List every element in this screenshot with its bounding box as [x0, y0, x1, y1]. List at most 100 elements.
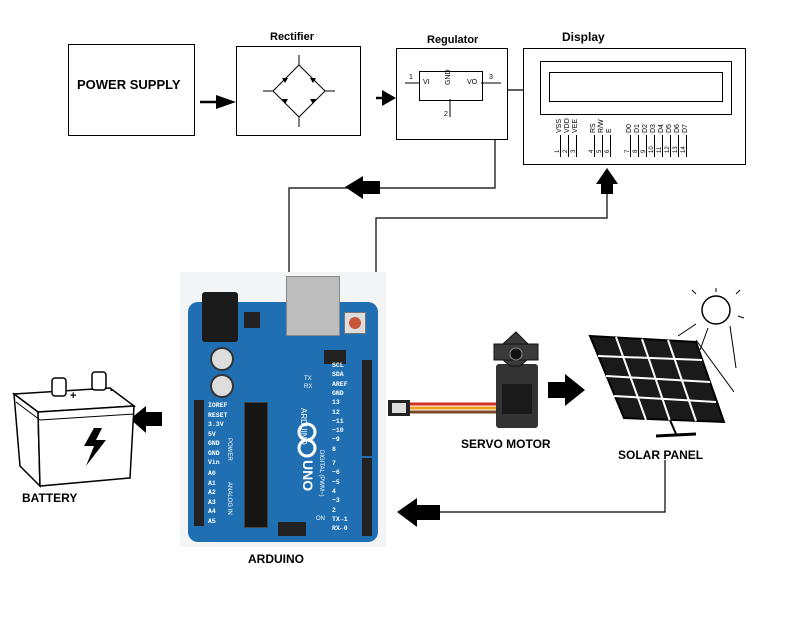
arduino-pin-label: RX←0 — [332, 525, 348, 533]
lcd-pin-number: 10 — [649, 146, 655, 153]
arduino-pin-label: GND — [208, 449, 220, 457]
arduino-model-label: UNO — [300, 460, 316, 492]
servo-motor-label: SERVO MOTOR — [461, 437, 551, 451]
lcd-pin-name: R/W — [598, 119, 605, 133]
arduino-pin-label: SDA — [332, 371, 344, 379]
arduino-pin-label: A4 — [208, 508, 216, 515]
display-label: Display — [562, 30, 605, 44]
usb-connector — [286, 276, 340, 336]
lcd-pin-lead — [654, 135, 655, 157]
lcd-pin-lead — [638, 135, 639, 157]
arduino-pin-label: GND — [208, 440, 220, 447]
capacitor-1 — [210, 347, 234, 371]
arduino-pin-label: ~5 — [332, 478, 340, 486]
analog-header — [194, 468, 204, 526]
reg-pin-1: 1 — [409, 74, 413, 81]
arduino-pin-label: A0 — [208, 470, 216, 477]
icsp-header-top — [324, 350, 346, 364]
lcd-pin-number: 8 — [633, 149, 639, 153]
arduino-pin-label: AREF — [332, 380, 348, 388]
arduino-pin-label: ~6 — [332, 469, 340, 477]
wire-arduino-display — [375, 192, 608, 276]
arduino-pin-label: A3 — [208, 498, 216, 506]
lcd-pin-number: 14 — [681, 146, 687, 153]
lcd-pin-name: D4 — [658, 124, 665, 133]
digital-header-top — [362, 360, 372, 456]
lcd-pin-name: VDD — [564, 118, 571, 133]
reg-pin-2: 2 — [444, 111, 448, 118]
servo-motor-icon — [388, 331, 539, 428]
lcd-screen — [549, 72, 723, 102]
lcd-pin-number: 1 — [555, 149, 561, 153]
lcd-pin-name: D0 — [626, 124, 633, 133]
power-header-label: POWER — [226, 438, 232, 461]
arduino-pin-label: RESET — [208, 411, 228, 419]
on-label: ON — [316, 516, 325, 522]
lcd-pin-name: D3 — [650, 124, 657, 133]
arrow-solar-to-arduino — [397, 498, 440, 527]
arduino-pin-label: 2 — [332, 506, 336, 514]
lcd-pin-number: 5 — [597, 149, 603, 153]
arduino-pin-label: ~9 — [332, 436, 340, 444]
lcd-pin-lead — [602, 135, 603, 157]
arduino-pcb — [188, 302, 378, 542]
atmega-chip — [244, 402, 268, 528]
lcd-pin-lead — [576, 135, 577, 157]
capacitor-2 — [210, 374, 234, 398]
lcd-pin-number: 3 — [571, 149, 577, 153]
arduino-pin-label: IOREF — [208, 402, 228, 409]
arduino-pin-label: 8 — [332, 445, 336, 453]
arrow-power-to-rectifier — [200, 95, 236, 109]
lcd-pin-lead — [670, 135, 671, 157]
battery-label: BATTERY — [22, 491, 78, 505]
power-supply-block: POWER SUPPLY — [68, 44, 195, 136]
lcd-pin-lead — [594, 135, 595, 157]
lcd-pin-lead — [678, 135, 679, 157]
arrow-to-battery — [130, 406, 162, 433]
reg-pin-vo: VO — [467, 79, 478, 86]
arduino-pin-label: TX→1 — [332, 515, 348, 523]
arrow-rectifier-to-regulator — [376, 90, 396, 106]
arduino-pin-label: A2 — [208, 489, 216, 496]
rx-label: RX — [304, 384, 313, 390]
lcd-pin-name: D2 — [642, 124, 649, 133]
lcd-pin-name: RS — [590, 123, 597, 133]
lcd-pin-lead — [662, 135, 663, 157]
battery-icon — [11, 371, 137, 488]
lcd-pin-number: 4 — [589, 149, 595, 153]
dc-power-jack — [202, 292, 238, 342]
arrow-regulator-left — [345, 176, 380, 199]
arduino-pin-label: 4 — [332, 487, 336, 495]
arrow-up-to-display — [596, 168, 618, 194]
icsp-header-bottom — [278, 522, 306, 536]
arduino-pin-label: Vin — [208, 459, 220, 466]
arduino-pin-label: 3.3V — [208, 421, 224, 428]
lcd-pin-name: D5 — [666, 124, 673, 133]
lcd-pin-name: E — [606, 128, 613, 133]
arrow-servo-to-solar — [548, 374, 585, 406]
arduino-pin-label: ~3 — [332, 497, 340, 505]
wire-regulator-arduino — [288, 140, 496, 272]
arduino-pin-label: A1 — [208, 479, 216, 487]
arduino-pin-label: ~10 — [332, 427, 344, 435]
regulator-label: Regulator — [427, 34, 479, 46]
power-header — [194, 400, 204, 472]
lcd-pin-number: 13 — [673, 146, 679, 153]
lcd-pin-lead — [630, 135, 631, 157]
arduino-pin-label: 13 — [332, 399, 340, 407]
wire-solar-arduino — [440, 460, 666, 513]
analog-header-label: ANALOG IN — [226, 482, 232, 515]
lcd-pin-lead — [610, 135, 611, 157]
sun-icon — [701, 295, 731, 325]
lcd-frame — [540, 61, 732, 115]
solar-panel-label: SOLAR PANEL — [618, 448, 704, 462]
rectifier-label: Rectifier — [270, 31, 315, 43]
lcd-pin-number: 11 — [657, 146, 663, 153]
lcd-pin-name: D7 — [682, 124, 689, 133]
regulator-ic — [419, 71, 483, 101]
battery-plus-label: + — [70, 390, 77, 402]
arduino-pin-label: SCL — [332, 362, 344, 369]
